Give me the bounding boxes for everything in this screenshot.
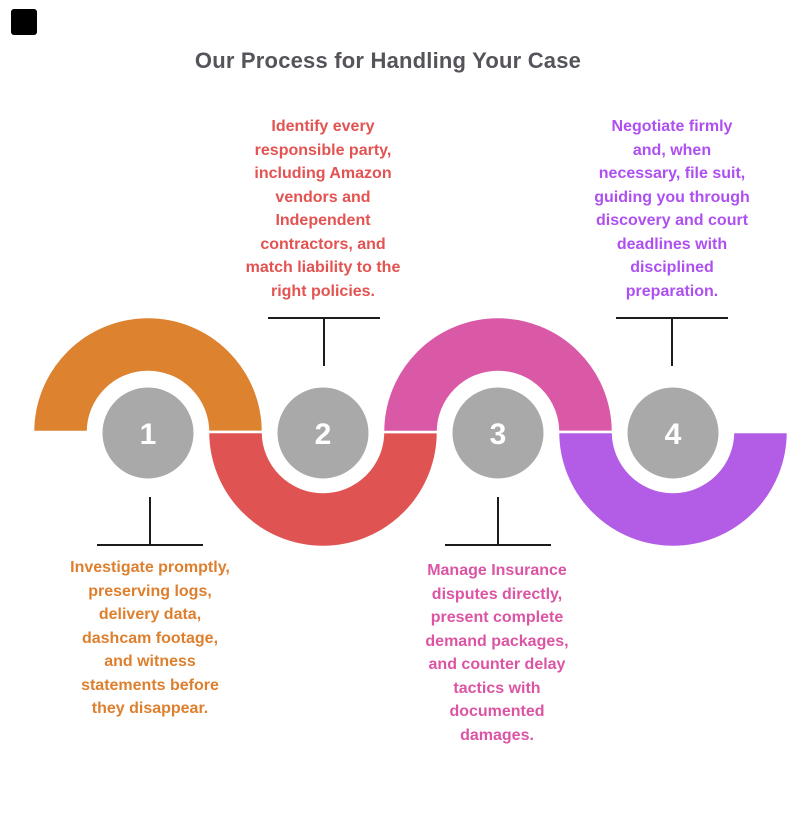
page-title: Our Process for Handling Your Case: [194, 48, 582, 73]
corner-square-mark: [11, 9, 37, 35]
step-3-arc: [381, 315, 615, 434]
step-1-connector: [97, 497, 203, 546]
step-1-circle: [99, 384, 197, 482]
step-2-number: 2: [315, 418, 332, 451]
step-1-description: Investigate promptly, preserving logs, d…: [70, 559, 230, 717]
step-4-arc: [556, 430, 790, 549]
step-1-number: 1: [140, 418, 157, 451]
step-2-circle: [274, 384, 372, 482]
step-4-number: 4: [665, 418, 682, 451]
step-3-description: Manage Insurance disputes directly, pres…: [425, 562, 569, 744]
step-2-arc: [206, 430, 440, 549]
step-4-description: Negotiate firmly and, when necessary, fi…: [594, 118, 750, 300]
step-4-connector: [616, 317, 728, 366]
step-4-circle: [624, 384, 722, 482]
step-2-connector: [268, 317, 380, 366]
step-3-circle: [449, 384, 547, 482]
step-1-arc: [31, 315, 265, 434]
step-2-description: Identify every responsible party, includ…: [245, 118, 401, 300]
step-3-connector: [445, 497, 551, 546]
step-3-number: 3: [490, 418, 507, 451]
